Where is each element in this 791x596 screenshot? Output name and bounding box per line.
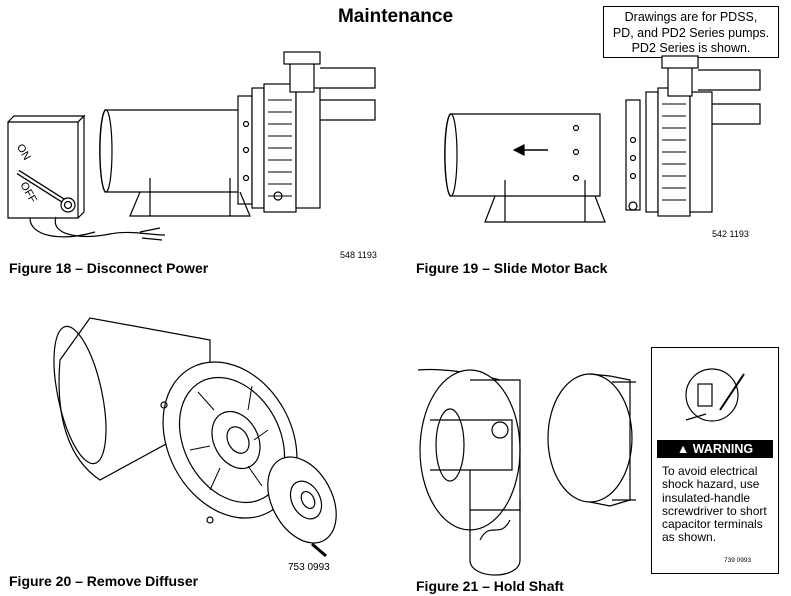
- figure-caption: Figure 20 – Remove Diffuser: [9, 573, 199, 589]
- motor-diffuser-icon: [53, 317, 337, 558]
- note-line: PD2 Series is shown.: [631, 41, 751, 55]
- figure-code: 739 0993: [724, 557, 752, 564]
- warning-text: To avoid electrical shock hazard, use in…: [662, 464, 774, 545]
- warning-line: capacitor terminals: [662, 517, 763, 532]
- figure-code: 753 0993: [288, 562, 330, 573]
- warning-line: To avoid electrical: [662, 464, 758, 478]
- page-title: Maintenance: [337, 6, 454, 27]
- note-line: Drawings are for PDSS,: [624, 10, 758, 24]
- figure-code: 542 1193: [712, 229, 749, 239]
- warning-line: insulated-handle: [662, 490, 751, 505]
- figure-caption: Figure 18 – Disconnect Power: [9, 260, 209, 276]
- warning-heading-text: WARNING: [692, 442, 754, 456]
- warning-triangle-icon: ▲: [676, 442, 690, 456]
- pump-motor-icon: [99, 51, 376, 217]
- warning-line: as shown.: [662, 530, 717, 545]
- figure-code: 548 1193: [340, 250, 377, 260]
- warning-line: screwdriver to short: [662, 503, 767, 518]
- note-line: PD, and PD2 Series pumps.: [612, 25, 770, 40]
- warning-heading: ▲ WARNING: [657, 440, 773, 458]
- warning-line: shock hazard, use: [662, 477, 760, 492]
- figure-caption: Figure 19 – Slide Motor Back: [416, 260, 608, 276]
- end-cover-icon: [547, 373, 636, 507]
- note-box: Drawings are for PDSS, PD, and PD2 Serie…: [603, 6, 779, 58]
- motor-end-icon: [417, 368, 521, 576]
- figure-caption: Figure 21 – Hold Shaft: [416, 578, 564, 594]
- warning-panel: [651, 347, 779, 574]
- power-switch-icon: ON OFF: [7, 114, 166, 241]
- pump-motor-icon: [444, 55, 761, 223]
